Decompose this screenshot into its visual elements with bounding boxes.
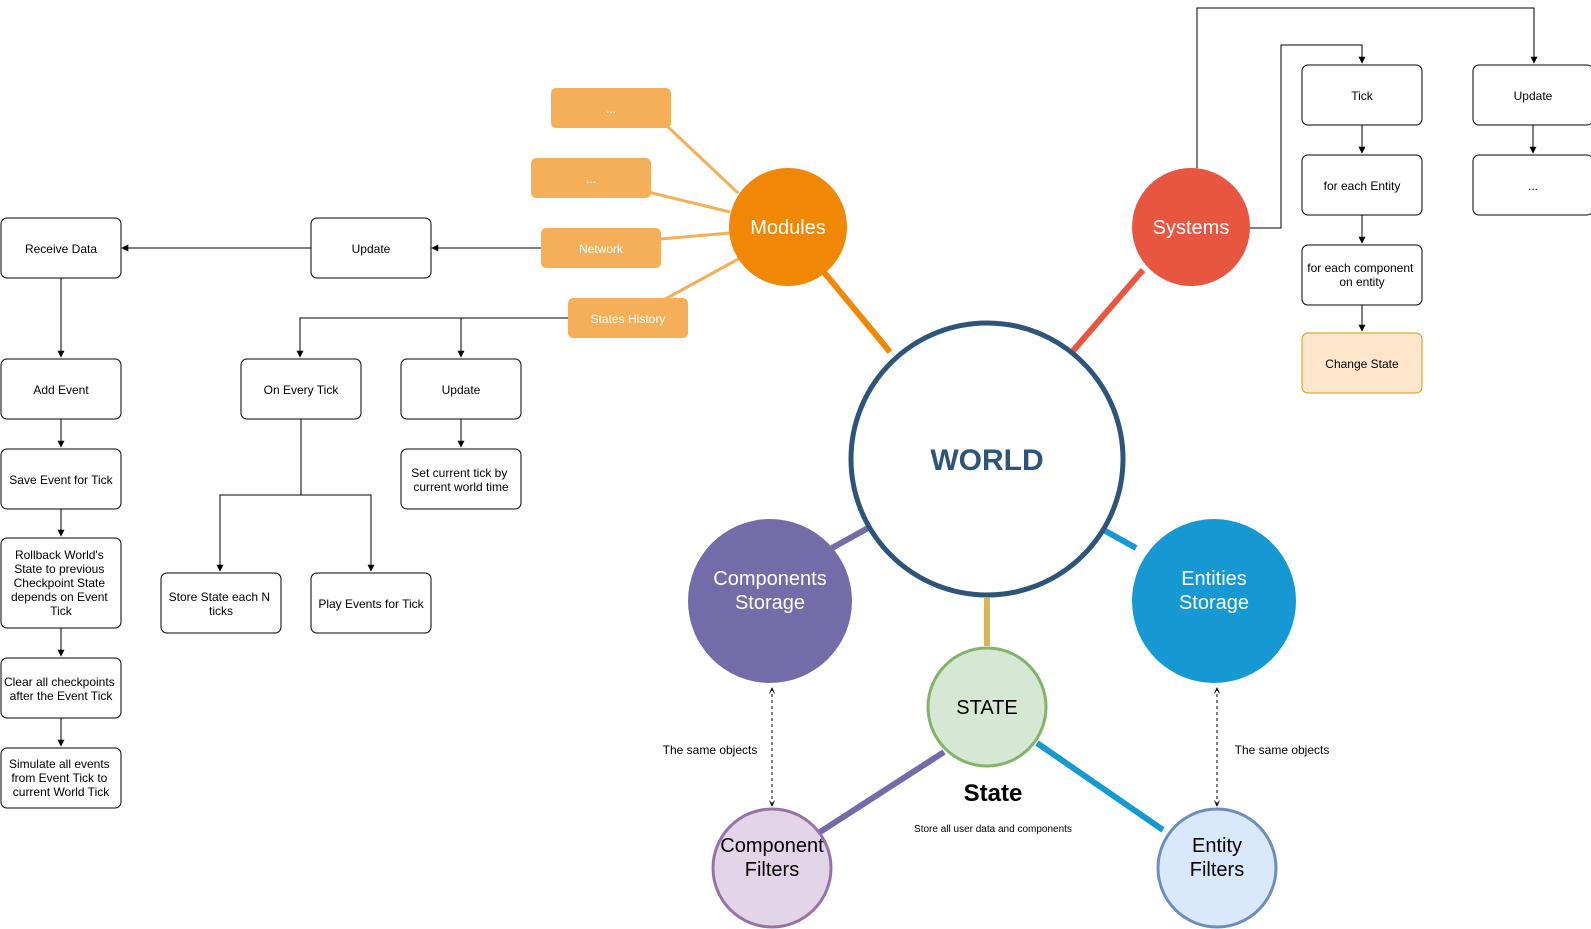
svg-text:Update: Update xyxy=(442,383,481,397)
state-circle-label: STATE xyxy=(956,697,1017,719)
save-event-box[interactable]: Save Event for Tick xyxy=(0,448,122,510)
link-modules-states-history xyxy=(659,256,741,304)
svg-text:...: ... xyxy=(1528,179,1538,193)
systems-label: Systems xyxy=(1153,217,1230,239)
arrow-history-to-on-every-tick xyxy=(296,317,568,358)
entity-filters-circle[interactable] xyxy=(1156,807,1278,929)
modules-circle[interactable] xyxy=(729,168,847,286)
link-state-entity-filters xyxy=(1035,740,1165,833)
play-events-box[interactable]: Play Events for Tick xyxy=(310,572,432,634)
state-circle[interactable] xyxy=(926,646,1048,768)
svg-text:Play Events for Tick: Play Events for Tick xyxy=(318,597,424,611)
link-modules-item-1 xyxy=(665,124,740,195)
svg-text:Store State each N ticks: Store State each N ticks xyxy=(169,590,274,618)
for-each-entity-box[interactable]: for each Entity xyxy=(1301,154,1423,216)
link-modules-item-2 xyxy=(647,190,731,214)
change-state-box[interactable]: Change State xyxy=(1301,332,1423,394)
same-objects-left-label: The same objects xyxy=(663,743,758,757)
set-current-tick-box[interactable]: Set current tick by current world time xyxy=(400,448,522,510)
link-world-systems xyxy=(1069,268,1146,354)
systems-update-box[interactable]: Update xyxy=(1472,64,1591,126)
link-state-component-filters xyxy=(818,749,946,835)
svg-text:Add Event: Add Event xyxy=(33,383,89,397)
add-event-box[interactable]: Add Event xyxy=(0,358,122,420)
rollback-box[interactable]: Rollback World's State to previous Check… xyxy=(0,537,122,629)
svg-text:Change State: Change State xyxy=(1325,357,1399,371)
module-network[interactable]: Network xyxy=(541,228,661,268)
arrow-tick-to-store xyxy=(216,419,302,572)
svg-text:Rollback World's State t: Rollback World's State to previous Check… xyxy=(11,548,111,618)
arrow-systems-to-update xyxy=(1196,7,1538,168)
arrow-tick-to-play xyxy=(301,494,375,572)
world-label: WORLD xyxy=(930,444,1043,477)
for-each-component-box[interactable]: for each component on entity xyxy=(1301,244,1423,306)
same-objects-right-label: The same objects xyxy=(1235,743,1330,757)
link-world-components xyxy=(830,525,870,551)
on-every-tick-box[interactable]: On Every Tick xyxy=(240,358,362,420)
tick-box[interactable]: Tick xyxy=(1301,64,1423,126)
link-modules-network xyxy=(659,231,731,241)
receive-data-box[interactable]: Receive Data xyxy=(0,217,122,279)
module-item-2[interactable]: ... xyxy=(531,158,651,198)
svg-text:...: ... xyxy=(606,102,616,116)
clear-checkpoints-box[interactable]: Clear all checkpoints after the Event Ti… xyxy=(0,657,122,719)
svg-text:Update: Update xyxy=(1514,89,1553,103)
svg-text:Save Event for Tick: Save Event for Tick xyxy=(9,473,113,487)
svg-text:States History: States History xyxy=(591,312,666,326)
svg-text:for each Entity: for each Entity xyxy=(1324,179,1401,193)
svg-text:On Every Tick: On Every Tick xyxy=(264,383,340,397)
state-title: State xyxy=(964,780,1023,807)
systems-circle[interactable] xyxy=(1132,168,1250,286)
simulate-events-box[interactable]: Simulate all events from Event Tick to c… xyxy=(0,747,122,809)
entities-storage-circle[interactable] xyxy=(1132,519,1296,683)
component-filters-circle[interactable] xyxy=(711,807,833,929)
svg-text:Set current tick by curr: Set current tick by current world time xyxy=(411,466,510,494)
svg-text:Receive Data: Receive Data xyxy=(25,242,97,256)
svg-text:Tick: Tick xyxy=(1351,89,1374,103)
network-update-box[interactable]: Update xyxy=(310,217,432,279)
svg-text:Simulate all events from: Simulate all events from Event Tick to c… xyxy=(9,757,113,799)
svg-text:Network: Network xyxy=(579,242,624,256)
components-storage-circle[interactable] xyxy=(688,519,852,683)
svg-text:...: ... xyxy=(586,172,596,186)
svg-text:Update: Update xyxy=(352,242,391,256)
module-item-1[interactable]: ... xyxy=(551,88,671,128)
systems-ellipsis-box[interactable]: ... xyxy=(1472,154,1591,216)
history-update-box[interactable]: Update xyxy=(400,358,522,420)
svg-text:Clear all checkpoints af: Clear all checkpoints after the Event Ti… xyxy=(4,675,118,703)
modules-label: Modules xyxy=(750,217,826,239)
store-state-box[interactable]: Store State each N ticks xyxy=(160,572,282,634)
link-world-modules xyxy=(820,269,893,354)
world-circle[interactable] xyxy=(848,320,1126,598)
svg-text:for each component on en: for each component on entity xyxy=(1307,261,1416,289)
module-states-history[interactable]: States History xyxy=(568,298,688,338)
state-description: Store all user data and components xyxy=(914,824,1072,835)
arrow-systems-to-tick xyxy=(1250,44,1366,229)
link-world-entities xyxy=(1098,525,1138,551)
